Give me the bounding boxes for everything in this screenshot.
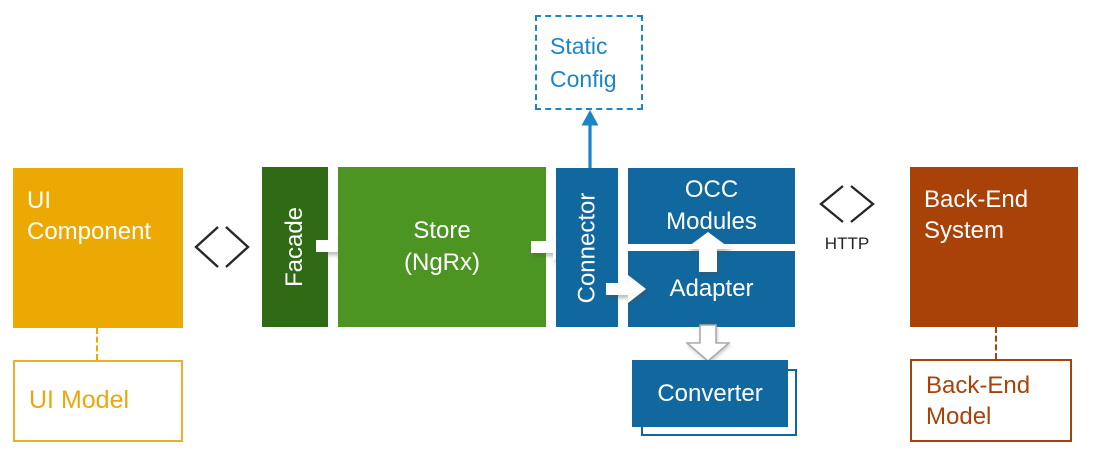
occ-modules-node: OCC Modules [628, 168, 795, 244]
arrow-adapter-to-occ-icon [685, 232, 731, 272]
arrow-up-head-shape [581, 110, 599, 126]
left-angle-bracket-shape [194, 226, 219, 268]
http-label: HTTP [824, 234, 870, 253]
left-interface-brackets-icon [194, 226, 250, 268]
ui-model-label: UI Model [29, 386, 130, 414]
static-config-node: Static Config [535, 15, 643, 110]
backend-model-link-line [995, 327, 997, 359]
backend-model-label: Back-End Model [926, 372, 1031, 430]
facade-label: Facade [281, 206, 308, 288]
arrow-adapter-to-converter-icon [686, 324, 730, 362]
backend-system-label: Back-End System [924, 186, 1029, 244]
converter-label: Converter [657, 379, 763, 407]
right-interface-brackets-icon [819, 185, 875, 223]
right-angle-bracket-shape [850, 185, 875, 223]
block-arrow-right-shape [606, 275, 646, 303]
adapter-label: Adapter [669, 275, 754, 303]
static-config-label: Static Config [550, 33, 617, 92]
ui-component-node: UI Component [13, 168, 183, 328]
arrow-connector-to-adapter-icon [606, 275, 646, 303]
right-angle-bracket-shape [225, 226, 250, 268]
block-arrow-down-shape [686, 324, 730, 362]
block-arrow-up-shape [685, 232, 731, 272]
arrow-connector-to-static-config-icon [581, 110, 599, 170]
connector-node: Connector [556, 168, 618, 327]
store-ngrx-label: Store (NgRx) [404, 217, 480, 276]
connector-label: Connector [573, 192, 601, 303]
backend-system-node: Back-End System [910, 167, 1078, 327]
store-ngrx-node: Store (NgRx) [338, 167, 546, 327]
backend-model-node: Back-End Model [910, 359, 1072, 442]
converter-node: Converter [632, 360, 788, 427]
ui-model-node: UI Model [13, 360, 183, 442]
occ-modules-label: OCC Modules [666, 176, 757, 235]
left-angle-bracket-shape [819, 185, 844, 223]
ui-model-link-line [96, 328, 98, 360]
ui-component-label: UI Component [27, 187, 152, 245]
